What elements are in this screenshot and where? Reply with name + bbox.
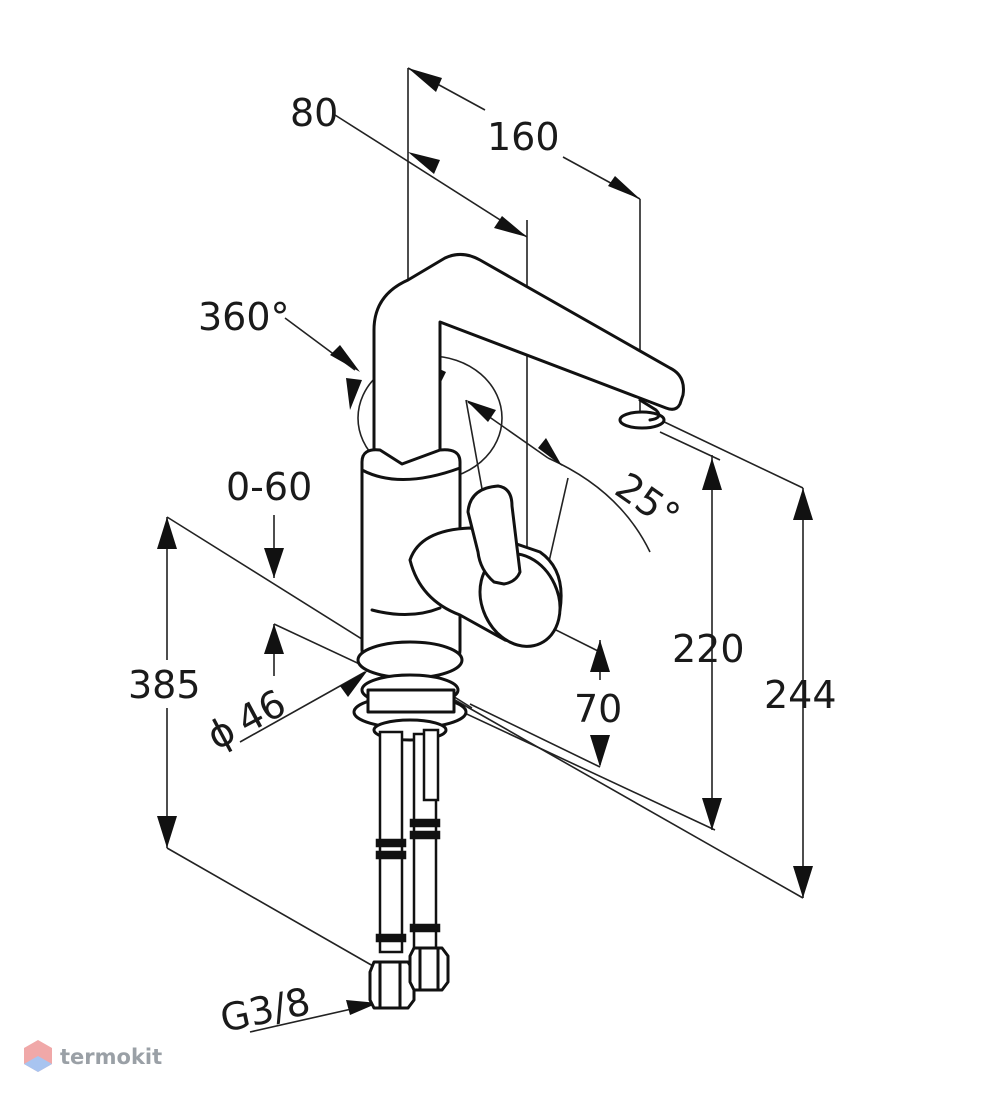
hose-nut-left xyxy=(368,960,416,1010)
dim-385: 385 xyxy=(128,663,201,707)
dim-160: 160 xyxy=(487,115,560,159)
termokit-watermark: termokit xyxy=(24,1040,162,1072)
dim-46: 46 xyxy=(230,681,293,743)
dim-0-60: 0-60 xyxy=(226,465,312,509)
dim-80: 80 xyxy=(290,91,338,135)
dim-g3-8: G3/8 xyxy=(216,979,314,1041)
termokit-logo-icon xyxy=(24,1040,52,1072)
dimension-arrows xyxy=(157,68,813,1015)
dim-360-deg: 360° xyxy=(198,295,290,339)
spout xyxy=(372,253,685,472)
supply-hoses xyxy=(368,728,450,1010)
watermark-text: termokit xyxy=(60,1045,162,1069)
aerator xyxy=(618,410,666,430)
dim-220: 220 xyxy=(672,627,745,671)
dim-diameter-46: ϕ 46 xyxy=(200,681,293,759)
hose-nut-right xyxy=(408,946,450,992)
dim-25-deg: 25° xyxy=(607,464,687,539)
dim-244: 244 xyxy=(764,673,837,717)
lever-handle xyxy=(466,484,522,586)
dim-70: 70 xyxy=(574,687,622,731)
